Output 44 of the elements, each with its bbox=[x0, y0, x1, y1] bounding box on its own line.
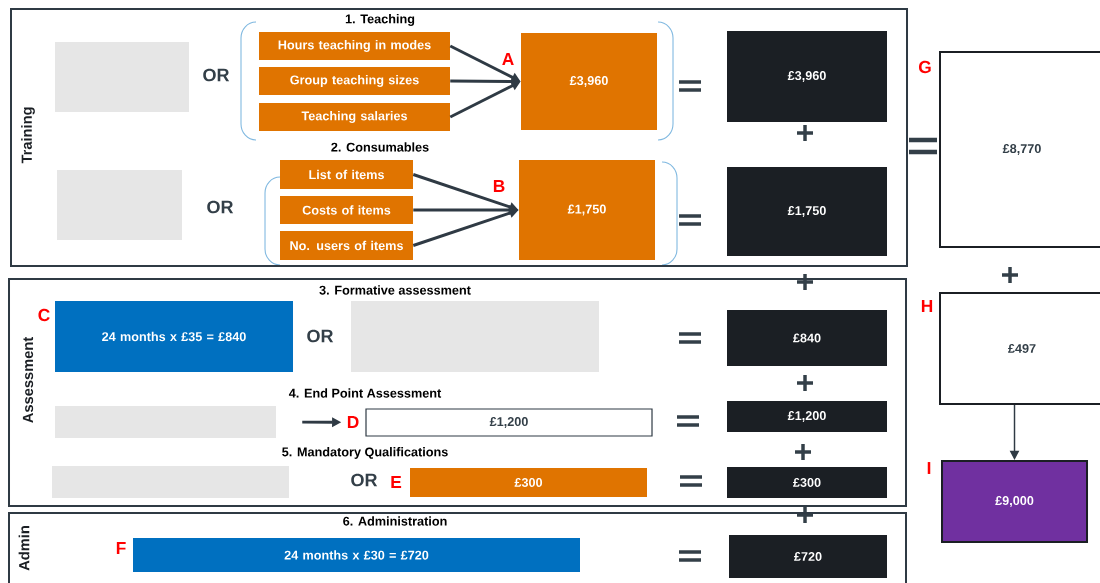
callout-letter: C bbox=[38, 308, 50, 322]
result-box: £300 bbox=[727, 467, 887, 498]
callout-letter: A bbox=[502, 53, 514, 65]
placeholder-box bbox=[57, 170, 182, 240]
input-box: Costs of items bbox=[280, 196, 413, 224]
value-box: £1,200 bbox=[365, 408, 653, 437]
input-box: Group teaching sizes bbox=[259, 67, 450, 95]
callout-letter: E bbox=[391, 476, 402, 488]
callout-letter: I bbox=[927, 462, 931, 474]
section-heading: 5. Mandatory Qualifications bbox=[282, 447, 448, 459]
callout-letter: H bbox=[921, 300, 933, 312]
calculation-box: 24 months x £30 = £720 bbox=[133, 538, 580, 572]
placeholder-box bbox=[55, 42, 189, 112]
callout-letter: D bbox=[347, 416, 359, 428]
or-label: OR bbox=[307, 329, 334, 343]
total-box: £8,770 bbox=[939, 51, 1100, 248]
grand-total-box: £9,000 bbox=[941, 460, 1088, 543]
input-box: List of items bbox=[280, 160, 413, 189]
result-box: £1,200 bbox=[727, 401, 887, 432]
input-box: £3,960 bbox=[521, 33, 657, 130]
total-box: £497 bbox=[939, 292, 1100, 405]
input-box: Teaching salaries bbox=[259, 103, 450, 131]
placeholder-box bbox=[55, 406, 276, 438]
or-label: OR bbox=[207, 200, 234, 214]
calculation-box: 24 months x £35 = £840 bbox=[55, 301, 293, 372]
result-box: £3,960 bbox=[727, 31, 887, 122]
result-box: £840 bbox=[727, 310, 887, 366]
placeholder-box bbox=[52, 466, 289, 498]
input-box: £300 bbox=[410, 468, 647, 497]
section-heading: 6. Administration bbox=[343, 516, 447, 526]
callout-letter: B bbox=[493, 180, 505, 192]
placeholder-box bbox=[351, 301, 599, 372]
input-box: No. users of items bbox=[280, 231, 413, 260]
or-label: OR bbox=[351, 473, 378, 487]
result-box: £1,750 bbox=[727, 167, 887, 256]
or-label: OR bbox=[203, 68, 230, 82]
section-heading: 2. Consumables bbox=[331, 142, 429, 152]
section-heading: 4. End Point Assessment bbox=[288, 388, 442, 398]
callout-letter: G bbox=[919, 60, 931, 74]
input-box: £1,750 bbox=[519, 160, 655, 260]
input-box: Hours teaching in modes bbox=[259, 32, 450, 60]
callout-letter: F bbox=[116, 542, 126, 554]
section-heading: 3. Formative assessment bbox=[319, 285, 471, 295]
result-box: £720 bbox=[729, 535, 887, 578]
